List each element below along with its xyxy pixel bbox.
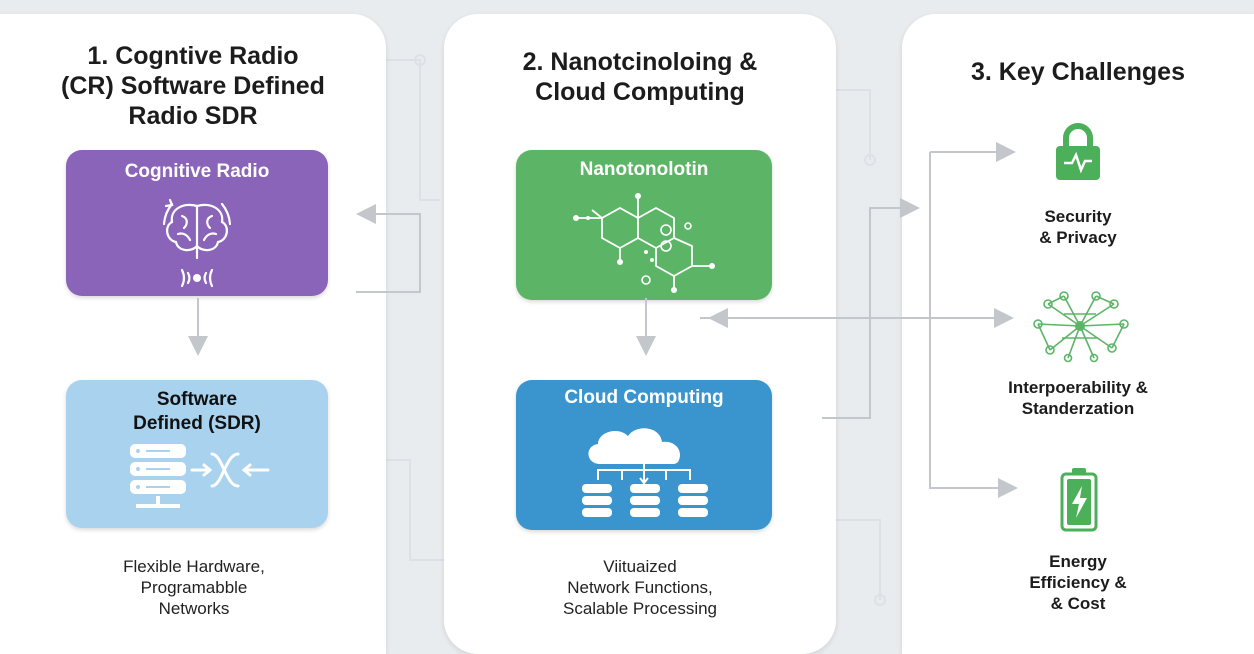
brain-signal-icon — [162, 198, 232, 288]
card-cloud-computing: Cloud Computing — [516, 380, 772, 530]
challenge-label: Energy Efficiency & & Cost — [1029, 552, 1127, 613]
card-title: Software Defined (SDR) — [133, 389, 261, 434]
column-cr-sdr: 1. Cogntive Radio (CR) Software Defined … — [0, 14, 386, 654]
battery-icon — [1060, 468, 1098, 532]
card-title: Cloud Computing — [564, 387, 724, 408]
card-title: Cognitive Radio — [124, 161, 270, 182]
challenge-label: Interpoerability & Standerzation — [1008, 378, 1148, 418]
card-nanotechnology: Nanotonolotin — [516, 150, 772, 300]
card-cognitive-radio: Cognitive Radio — [66, 150, 328, 296]
cloud-icon — [588, 428, 681, 464]
column-key-challenges: 3. Key Challenges Security & Privacy Int… — [902, 14, 1254, 654]
card-title: Nanotonolotin — [579, 159, 709, 180]
molecule-icon — [573, 193, 715, 293]
column-caption: Flexible Hardware, Programabble Networks — [123, 557, 265, 618]
server-switch-icon — [130, 444, 270, 508]
network-icon — [1033, 291, 1129, 363]
cloud-servers-icon — [582, 428, 708, 517]
column-title: 1. Cogntive Radio (CR) Software Defined … — [61, 42, 325, 130]
column-title: 2. Nanotcinoloing & Cloud Computing — [522, 48, 758, 106]
column-title: 3. Key Challenges — [971, 58, 1185, 86]
column-nano-cloud: 2. Nanotcinoloing & Cloud Computing Nano… — [444, 14, 836, 654]
card-sdr: Software Defined (SDR) — [66, 380, 328, 528]
lock-icon — [1056, 123, 1100, 180]
column-caption: Viituaized Network Functions, Scalable P… — [562, 557, 718, 618]
challenge-label: Security & Privacy — [1039, 207, 1117, 247]
